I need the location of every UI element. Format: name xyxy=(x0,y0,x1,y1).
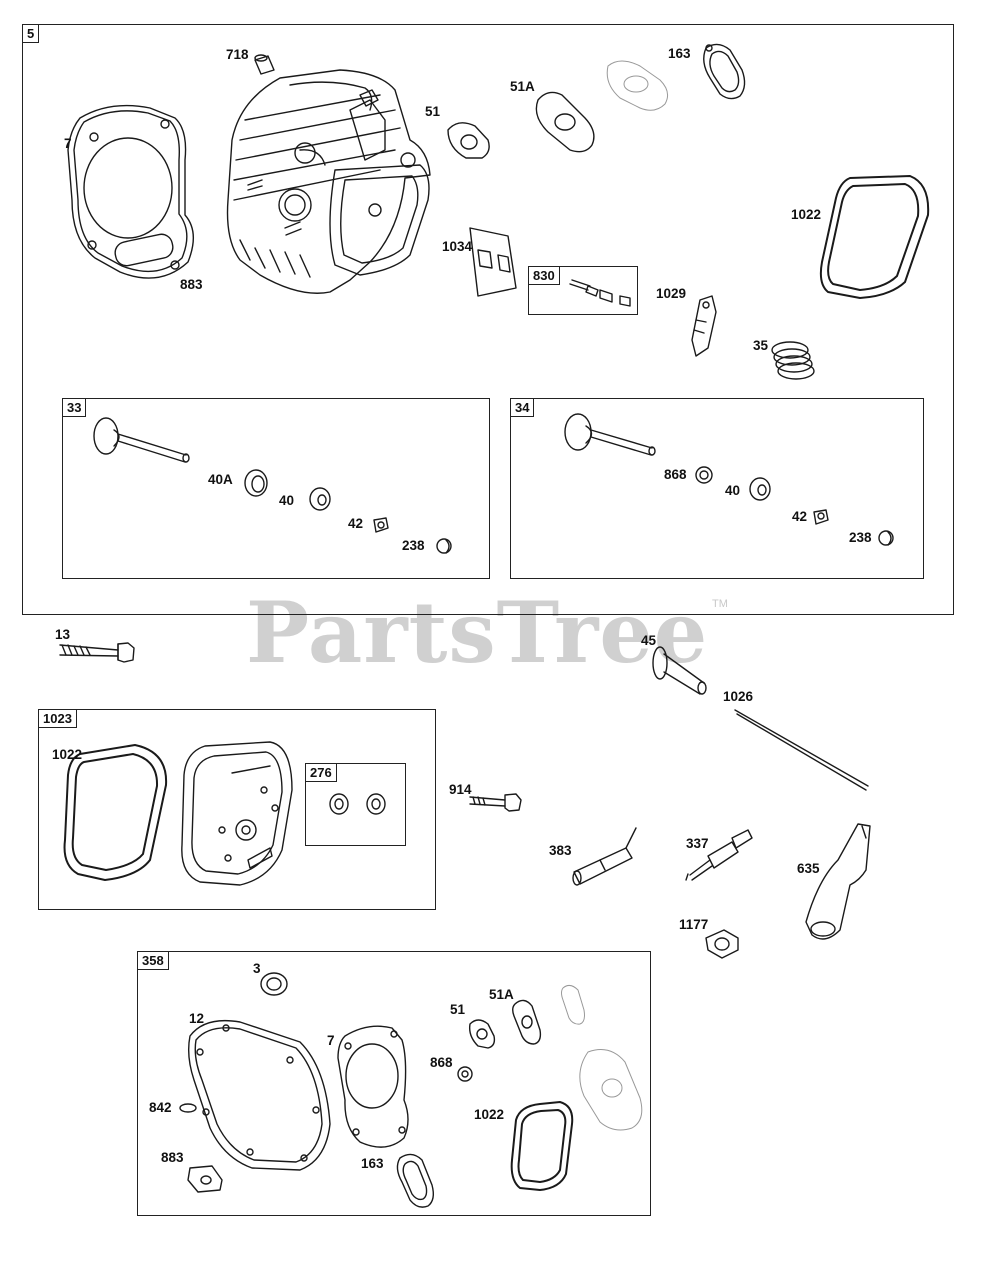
callout-914: 914 xyxy=(449,782,472,797)
callout-337: 337 xyxy=(686,836,709,851)
group-tag-276: 276 xyxy=(305,763,337,782)
breather-gasket-883b xyxy=(188,1166,222,1192)
group-box-33: 33 xyxy=(62,398,490,579)
valve-cap-238a xyxy=(437,539,451,553)
callout-51: 51 xyxy=(425,104,441,119)
callout-383: 383 xyxy=(549,843,572,858)
callout-635: 635 xyxy=(797,861,820,876)
oil-seal-3 xyxy=(261,973,287,995)
spark-plug-boot-635 xyxy=(806,824,870,939)
group-tag-5: 5 xyxy=(22,24,40,43)
flange-nut-1177 xyxy=(706,930,738,958)
group-box-830: 830 xyxy=(528,266,638,315)
callout-12: 12 xyxy=(189,1011,205,1026)
rocker-cover-gasket-1022 xyxy=(821,176,928,298)
callout-45: 45 xyxy=(641,633,657,648)
carburetor-gasket-light xyxy=(607,61,667,110)
callout-42: 42 xyxy=(348,516,364,531)
group-tag-358: 358 xyxy=(137,951,169,970)
valve-seal-868b xyxy=(458,1067,472,1081)
valve-retainer-40b xyxy=(750,478,770,500)
guide-plate-1034 xyxy=(470,228,516,296)
callout-1022-c: 1022 xyxy=(474,1107,505,1122)
callout-1022: 1022 xyxy=(791,207,822,222)
gasket-light-358a xyxy=(562,985,585,1024)
washers-276 xyxy=(330,794,385,814)
watermark-trademark: TM xyxy=(712,598,728,610)
callout-40: 40 xyxy=(279,493,295,508)
gasket-light-358b xyxy=(580,1050,642,1130)
gasket-163 xyxy=(704,44,745,98)
callout-35: 35 xyxy=(753,338,769,353)
callout-40a: 40A xyxy=(208,472,233,487)
group-box-276: 276 xyxy=(305,763,406,846)
valve-cap-40a xyxy=(245,470,267,496)
callout-163: 163 xyxy=(668,46,691,61)
callout-40-b: 40 xyxy=(725,483,741,498)
gasket-51a-b xyxy=(513,1000,541,1044)
gasket-163b xyxy=(397,1154,433,1207)
exhaust-valve-33 xyxy=(94,418,189,462)
cylinder-head xyxy=(228,70,431,293)
callout-718: 718 xyxy=(226,47,249,62)
callout-1029: 1029 xyxy=(656,286,687,301)
group-box-34: 34 xyxy=(510,398,924,579)
intake-gasket-51a xyxy=(536,92,594,151)
callout-163-b: 163 xyxy=(361,1156,384,1171)
valve-keeper-42b xyxy=(814,510,828,524)
group-box-358: 358 xyxy=(137,951,651,1216)
callout-868-b: 868 xyxy=(430,1055,453,1070)
rocker-cover xyxy=(182,742,292,885)
callout-51a: 51A xyxy=(510,79,535,94)
dowel-pin-718 xyxy=(255,55,274,74)
callout-883-b: 883 xyxy=(161,1150,184,1165)
callout-868: 868 xyxy=(664,467,687,482)
callout-883: 883 xyxy=(180,277,203,292)
head-gasket-7 xyxy=(68,106,193,279)
callout-51-b: 51 xyxy=(450,1002,466,1017)
o-ring-842 xyxy=(180,1104,196,1112)
callout-1177: 1177 xyxy=(679,917,709,932)
callout-3: 3 xyxy=(253,961,261,976)
breather-383 xyxy=(573,828,636,885)
intake-gasket-51 xyxy=(448,123,489,158)
bolt-914 xyxy=(470,794,521,811)
callout-842: 842 xyxy=(149,1100,172,1115)
watermark: PartsTree xyxy=(246,583,709,682)
callout-1022-b: 1022 xyxy=(52,747,83,762)
callout-13: 13 xyxy=(55,627,71,642)
head-bolt-13 xyxy=(60,643,134,662)
group-box-5: 5 xyxy=(22,24,954,615)
spark-plug-337 xyxy=(686,830,752,880)
callout-42-b: 42 xyxy=(792,509,808,524)
group-tag-1023: 1023 xyxy=(38,709,77,728)
callout-238: 238 xyxy=(402,538,425,553)
callout-1034: 1034 xyxy=(442,239,473,254)
cover-gasket-1022c xyxy=(512,1102,573,1190)
valve-cap-238b xyxy=(879,531,893,545)
valve-retainer-40a xyxy=(310,488,330,510)
group-tag-830: 830 xyxy=(528,266,560,285)
push-rod-1026 xyxy=(735,710,868,790)
valve-keeper-42a xyxy=(374,518,388,532)
group-box-1023: 1023 xyxy=(38,709,436,910)
gasket-51b xyxy=(470,1020,495,1048)
callout-7: 7 xyxy=(64,136,72,151)
callout-7-b: 7 xyxy=(327,1033,335,1048)
cover-gasket-1022-1023 xyxy=(65,745,167,880)
callout-1026: 1026 xyxy=(723,689,754,704)
adjusting-screw-830 xyxy=(570,280,630,306)
valve-seal-868a xyxy=(696,467,712,483)
group-tag-34: 34 xyxy=(510,398,535,417)
crankcase-gasket-12 xyxy=(189,1021,330,1170)
group-tag-33: 33 xyxy=(62,398,87,417)
callout-51a-b: 51A xyxy=(489,987,514,1002)
callout-238-b: 238 xyxy=(849,530,872,545)
rocker-arm-1029 xyxy=(692,296,716,356)
head-gasket-7b xyxy=(338,1026,408,1147)
guide-45 xyxy=(653,647,706,694)
intake-valve-34 xyxy=(565,414,655,455)
valve-spring-35 xyxy=(772,342,814,379)
